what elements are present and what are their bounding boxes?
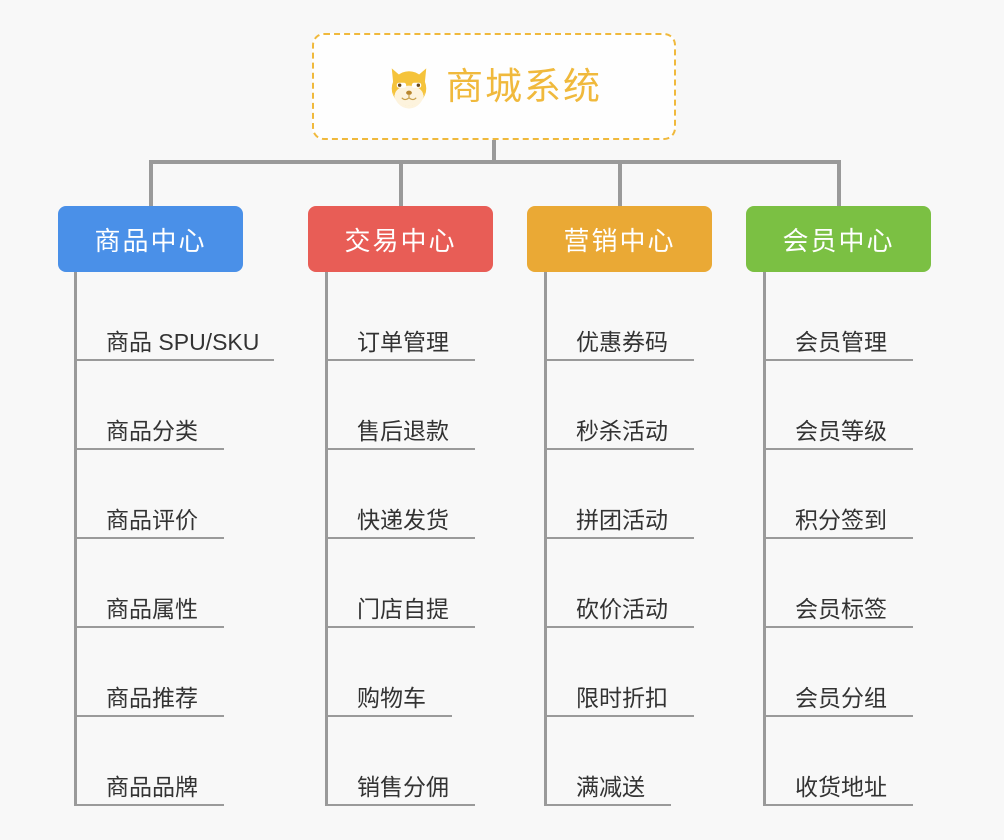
leaf-spine — [763, 272, 766, 806]
leaf-underline — [544, 626, 694, 628]
connector-drop-3 — [617, 160, 622, 206]
leaf-item[interactable]: 商品品牌 — [74, 717, 234, 806]
leaf-item[interactable]: 商品评价 — [74, 450, 234, 539]
leaf-underline — [325, 537, 475, 539]
leaf-underline — [325, 715, 452, 717]
leaf-underline — [74, 626, 224, 628]
category-label: 营销中心 — [563, 225, 676, 256]
leaf-item[interactable]: 限时折扣 — [544, 628, 704, 717]
leaf-item[interactable]: 商品属性 — [74, 539, 234, 628]
category-label: 交易中心 — [344, 225, 457, 256]
leaf-item[interactable]: 快递发货 — [325, 450, 485, 539]
leaf-label: 收货地址 — [795, 774, 887, 800]
leaf-label: 订单管理 — [357, 329, 449, 355]
leaf-label: 会员分组 — [795, 685, 887, 711]
leaf-label: 拼团活动 — [576, 507, 668, 533]
leaf-label: 会员标签 — [795, 596, 887, 622]
leaf-underline — [763, 537, 913, 539]
leaf-underline — [544, 804, 671, 806]
leaf-underline — [763, 359, 913, 361]
leaf-label: 购物车 — [357, 685, 426, 711]
leaf-label: 商品推荐 — [106, 685, 198, 711]
root-title: 商城系统 — [446, 66, 602, 107]
leaf-underline — [74, 359, 274, 361]
leaf-label: 商品 SPU/SKU — [106, 329, 260, 355]
leaf-label: 秒杀活动 — [576, 418, 668, 444]
leaf-spine — [544, 272, 547, 806]
leaf-item[interactable]: 订单管理 — [325, 272, 485, 361]
leaf-item[interactable]: 积分签到 — [763, 450, 923, 539]
dog-face-icon — [386, 64, 432, 110]
leaf-label: 商品分类 — [106, 418, 198, 444]
leaf-label: 快递发货 — [357, 507, 449, 533]
leaf-item[interactable]: 拼团活动 — [544, 450, 704, 539]
connector-root-stem — [492, 140, 496, 162]
connector-drop-4 — [836, 160, 841, 206]
leaf-item[interactable]: 优惠券码 — [544, 272, 704, 361]
leaf-underline — [544, 715, 694, 717]
leaf-label: 售后退款 — [357, 418, 449, 444]
leaf-item[interactable]: 购物车 — [325, 628, 462, 717]
leaf-underline — [74, 715, 224, 717]
leaf-underline — [325, 359, 475, 361]
leaf-underline — [763, 448, 913, 450]
leaf-item[interactable]: 销售分佣 — [325, 717, 485, 806]
leaf-underline — [544, 359, 694, 361]
leaf-underline — [544, 537, 694, 539]
leaf-spine — [325, 272, 328, 806]
leaf-item[interactable]: 会员标签 — [763, 539, 923, 628]
leaf-item[interactable]: 砍价活动 — [544, 539, 704, 628]
connector-drop-1 — [148, 160, 153, 206]
leaf-label: 商品属性 — [106, 596, 198, 622]
leaf-item[interactable]: 秒杀活动 — [544, 361, 704, 450]
leaf-item[interactable]: 会员管理 — [763, 272, 923, 361]
leaf-underline — [74, 537, 224, 539]
category-box-3[interactable]: 营销中心 — [527, 206, 712, 272]
leaf-underline — [325, 626, 475, 628]
category-label: 商品中心 — [94, 225, 207, 256]
leaf-underline — [763, 626, 913, 628]
leaf-label: 积分签到 — [795, 507, 887, 533]
leaf-label: 会员管理 — [795, 329, 887, 355]
connector-horizontal-bus — [149, 160, 840, 164]
category-box-4[interactable]: 会员中心 — [746, 206, 931, 272]
connector-drop-2 — [398, 160, 403, 206]
leaf-label: 销售分佣 — [357, 774, 449, 800]
leaf-underline — [763, 804, 913, 806]
leaf-item[interactable]: 收货地址 — [763, 717, 923, 806]
leaf-underline — [544, 448, 694, 450]
leaf-label: 砍价活动 — [576, 596, 668, 622]
leaf-underline — [325, 448, 475, 450]
leaf-label: 会员等级 — [795, 418, 887, 444]
leaf-item[interactable]: 商品推荐 — [74, 628, 234, 717]
root-node[interactable]: 商城系统 — [312, 33, 676, 140]
leaf-item[interactable]: 商品 SPU/SKU — [74, 272, 284, 361]
leaf-underline — [74, 448, 224, 450]
leaf-label: 商品评价 — [106, 507, 198, 533]
leaf-label: 优惠券码 — [576, 329, 668, 355]
leaf-underline — [763, 715, 913, 717]
leaf-label: 限时折扣 — [576, 685, 668, 711]
leaf-item[interactable]: 售后退款 — [325, 361, 485, 450]
category-box-1[interactable]: 商品中心 — [58, 206, 243, 272]
leaf-underline — [74, 804, 224, 806]
leaf-label: 门店自提 — [357, 596, 449, 622]
category-label: 会员中心 — [782, 225, 895, 256]
leaf-label: 满减送 — [576, 774, 645, 800]
category-box-2[interactable]: 交易中心 — [308, 206, 493, 272]
leaf-item[interactable]: 满减送 — [544, 717, 681, 806]
leaf-item[interactable]: 门店自提 — [325, 539, 485, 628]
leaf-spine — [74, 272, 77, 806]
leaf-item[interactable]: 会员分组 — [763, 628, 923, 717]
leaf-label: 商品品牌 — [106, 774, 198, 800]
leaf-item[interactable]: 商品分类 — [74, 361, 234, 450]
leaf-item[interactable]: 会员等级 — [763, 361, 923, 450]
leaf-underline — [325, 804, 475, 806]
